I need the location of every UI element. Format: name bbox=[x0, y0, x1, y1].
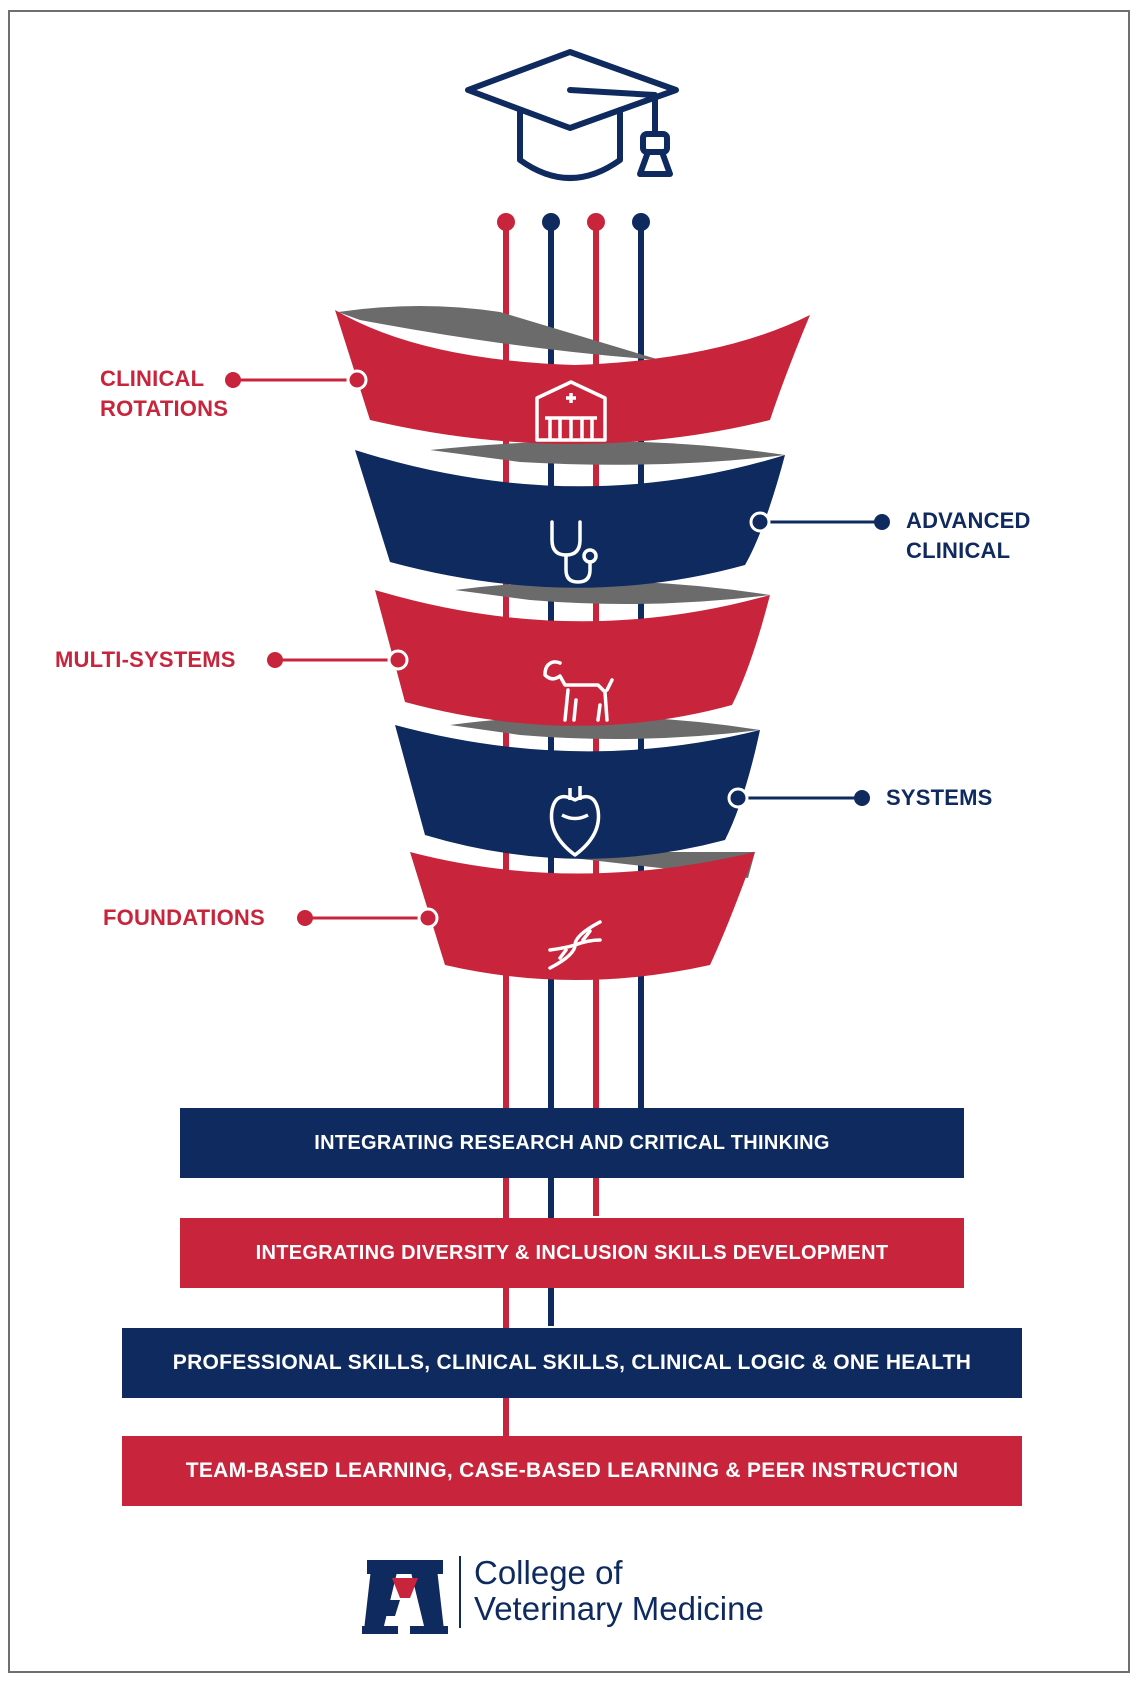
college-name: College of Veterinary Medicine bbox=[474, 1554, 764, 1627]
label-multi-systems: MULTI-SYSTEMS bbox=[55, 647, 236, 672]
connector-node bbox=[346, 369, 368, 391]
dna-icon bbox=[548, 920, 602, 970]
connector-node bbox=[749, 511, 771, 533]
label-foundations: FOUNDATIONS bbox=[103, 905, 265, 930]
connector-node bbox=[387, 649, 409, 671]
heart-icon bbox=[549, 786, 601, 857]
thread-end-dot bbox=[587, 213, 605, 231]
bar-text: INTEGRATING RESEARCH AND CRITICAL THINKI… bbox=[314, 1131, 830, 1154]
connector-dot bbox=[854, 790, 870, 806]
bar-text: PROFESSIONAL SKILLS, CLINICAL SKILLS, CL… bbox=[172, 1351, 972, 1374]
thread-end-dot bbox=[632, 213, 650, 231]
animal-hospital-icon bbox=[535, 380, 607, 442]
poster-frame bbox=[8, 10, 1130, 1673]
dog-icon bbox=[543, 660, 614, 722]
bar-text: TEAM-BASED LEARNING, CASE-BASED LEARNING… bbox=[185, 1459, 959, 1482]
connector-dot bbox=[225, 372, 241, 388]
connector-dot bbox=[297, 910, 313, 926]
bar-diversity-inclusion: INTEGRATING DIVERSITY & INCLUSION SKILLS… bbox=[180, 1218, 964, 1288]
label-advanced-clinical: ADVANCED CLINICAL bbox=[906, 508, 1031, 563]
bar-team-based-learning: TEAM-BASED LEARNING, CASE-BASED LEARNING… bbox=[122, 1436, 1022, 1506]
connector-node bbox=[417, 907, 439, 929]
tier-multi-systems bbox=[267, 581, 770, 726]
tier-advanced-clinical bbox=[355, 441, 890, 588]
thread-end-dot bbox=[542, 213, 560, 231]
label-systems: SYSTEMS bbox=[886, 785, 993, 810]
tier-systems bbox=[395, 716, 870, 859]
stethoscope-icon bbox=[550, 520, 598, 584]
connector-dot bbox=[267, 652, 283, 668]
bar-text: INTEGRATING DIVERSITY & INCLUSION SKILLS… bbox=[255, 1241, 889, 1264]
tier-foundations bbox=[297, 852, 755, 980]
tier-clinical-rotations bbox=[225, 306, 810, 444]
bar-research-critical-thinking: INTEGRATING RESEARCH AND CRITICAL THINKI… bbox=[180, 1108, 964, 1178]
thread-end-dot bbox=[497, 213, 515, 231]
bar-professional-skills: PROFESSIONAL SKILLS, CLINICAL SKILLS, CL… bbox=[122, 1328, 1022, 1398]
university-a-logo bbox=[362, 1556, 461, 1634]
graduation-cap-icon bbox=[465, 49, 679, 181]
label-clinical-rotations: CLINICAL ROTATIONS bbox=[100, 366, 229, 421]
connector-node bbox=[727, 787, 749, 809]
connector-dot bbox=[874, 514, 890, 530]
